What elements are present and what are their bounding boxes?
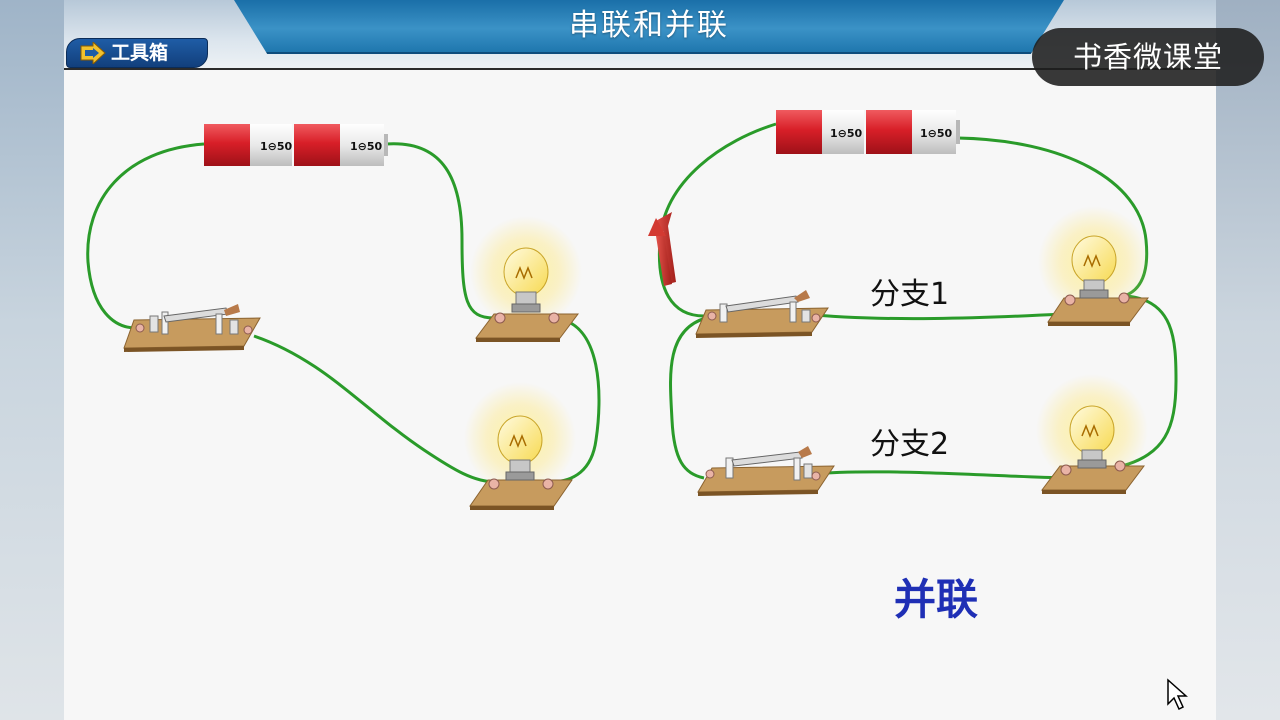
toolbox-label: 工具箱 [111,42,169,64]
battery-label: 1⊖50 [260,140,293,153]
mouse-pointer-icon [1167,678,1188,711]
slide-title: 串联和并联 [569,8,729,43]
branch-2-label: 分支2 [870,427,949,462]
series-circuit: 1⊖50 1⊖50 [86,124,601,510]
series-bulb-2 [464,382,576,510]
parallel-circuit: 1⊖50 1⊖50 [648,110,1178,624]
series-battery-pack: 1⊖50 1⊖50 [204,124,388,166]
branch-1-label: 分支1 [870,277,949,312]
battery-label: 1⊖50 [920,127,953,140]
right-backdrop [1216,0,1280,720]
branch-1-bulb [1038,206,1150,326]
watermark-badge: 书香微课堂 [1032,28,1264,86]
series-bulb-1 [470,216,582,342]
branch-2-switch[interactable] [697,446,835,496]
series-switch[interactable] [123,304,261,352]
current-direction-arrow [648,212,676,286]
parallel-battery-pack: 1⊖50 1⊖50 [776,110,960,154]
series-wires [86,142,601,484]
toolbox-button[interactable]: 工具箱 [66,38,208,68]
slide-canvas: 串联和并联 工具箱 [64,0,1216,720]
header-rule [64,68,1216,70]
title-tab [234,0,1064,54]
branch-1-switch[interactable] [695,290,829,338]
battery-label: 1⊖50 [830,127,863,140]
circuit-diagram: 1⊖50 1⊖50 [86,110,1178,624]
branch-2-bulb [1036,374,1148,494]
battery-label: 1⊖50 [350,140,383,153]
circuit-type-label: 并联 [894,575,978,624]
left-backdrop [0,0,64,720]
arrow-toolbox-icon [80,42,106,64]
